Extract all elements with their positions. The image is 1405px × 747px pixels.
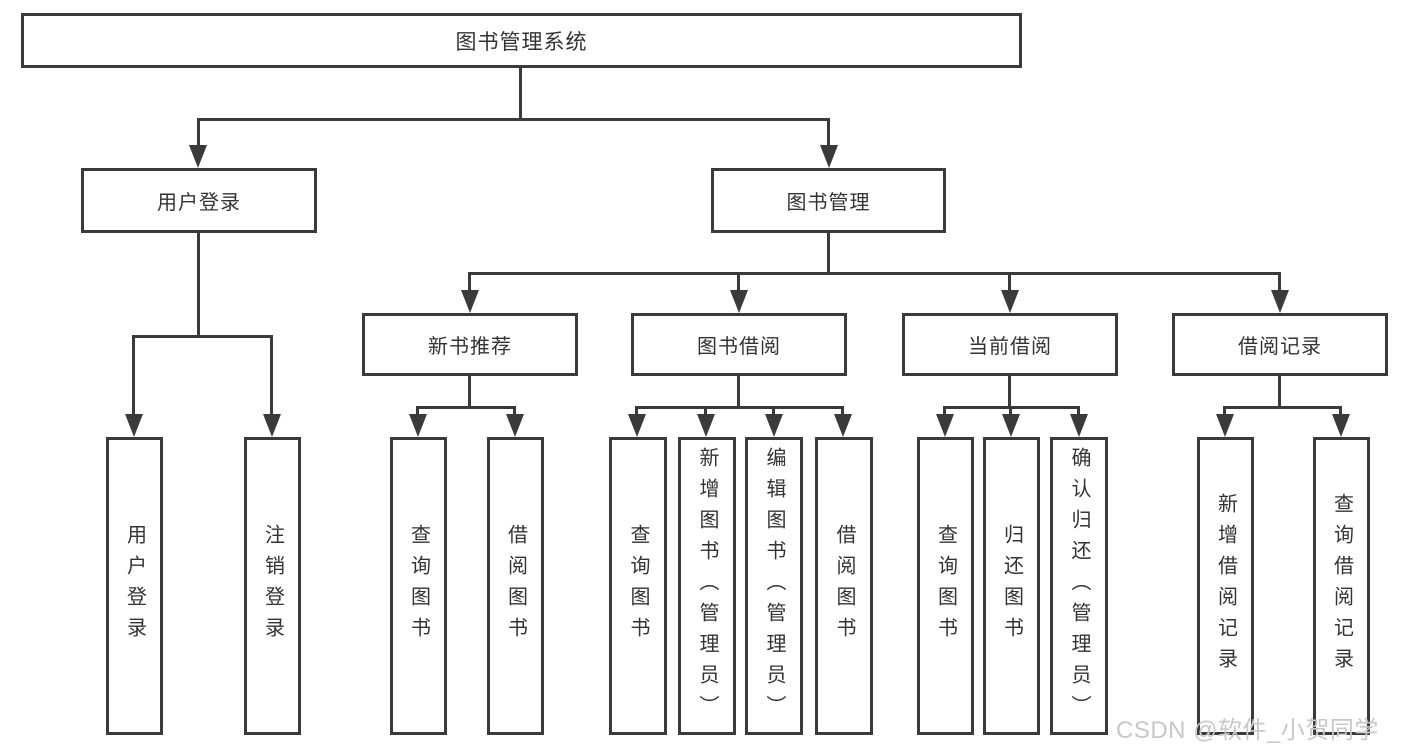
leaf-current-return-books: 归还图书 (983, 437, 1040, 735)
connector-drop-logout (270, 335, 273, 419)
connector-drop-bor-add (704, 406, 707, 420)
connector-drop-bor-query (635, 406, 638, 420)
connector-drop-login (132, 335, 135, 419)
arrow-to-bor-borrow-books (834, 414, 852, 437)
node-book-borrowing: 图书借阅 (631, 313, 847, 376)
node-new-book-recommendation: 新书推荐 (362, 313, 578, 376)
node-user-login: 用户登录 (81, 168, 317, 233)
leaf-login: 用户登录 (106, 437, 163, 735)
connector-borrowing-records-split (1223, 406, 1342, 409)
connector-new-book-split (416, 406, 516, 409)
connector-level1-hline (197, 118, 830, 121)
connector-drop-rcd-add (1223, 406, 1226, 420)
csdn-watermark: CSDN @软件_小贺同学 (1116, 717, 1379, 744)
arrow-to-logout (263, 414, 281, 437)
arrow-to-bor-edit-books (765, 414, 783, 437)
leaf-recommend-borrow-books: 借阅图书 (487, 437, 544, 735)
connector-current-borrowing-stem (1008, 374, 1011, 409)
connector-book-management-stem (827, 231, 830, 275)
arrow-to-borrowing-records (1271, 290, 1289, 313)
arrow-to-cur-confirm-return (1070, 414, 1088, 437)
leaf-borrow-add-books-admin: 新增图书（管理员） (678, 437, 736, 735)
connector-borrowing-records-stem (1278, 374, 1281, 409)
arrow-to-user-login (189, 145, 207, 168)
connector-drop-cur-query (943, 406, 946, 420)
arrow-to-book-borrowing (730, 290, 748, 313)
node-borrowing-records: 借阅记录 (1172, 313, 1388, 376)
leaf-current-query-books: 查询图书 (917, 437, 974, 735)
connector-book-borrowing-split (635, 406, 844, 409)
leaf-borrow-borrow-books: 借阅图书 (815, 437, 873, 735)
leaf-current-confirm-return-admin: 确认归还（管理员） (1050, 437, 1108, 735)
arrow-to-rec-borrow-books (506, 414, 524, 437)
connector-book-borrowing-stem (737, 374, 740, 409)
connector-drop-new-book (468, 272, 471, 296)
arrow-to-cur-query-books (936, 414, 954, 437)
leaf-logout: 注销登录 (244, 437, 301, 735)
node-book-management: 图书管理 (711, 168, 946, 233)
connector-drop-rec-query (416, 406, 419, 420)
arrow-to-new-book-recommendation (461, 290, 479, 313)
connector-drop-book-management (827, 118, 830, 150)
connector-drop-user-login (197, 118, 200, 150)
leaf-borrow-query-books: 查询图书 (609, 437, 667, 735)
connector-drop-rcd-query (1339, 406, 1342, 420)
leaf-records-query-record: 查询借阅记录 (1313, 437, 1370, 735)
arrow-to-bor-add-books (697, 414, 715, 437)
connector-user-login-stem (197, 231, 200, 338)
leaf-records-add-record: 新增借阅记录 (1197, 437, 1254, 735)
arrow-to-rcd-query-record (1332, 414, 1350, 437)
connector-drop-current-borrowing (1008, 272, 1011, 296)
arrow-to-rcd-add-record (1216, 414, 1234, 437)
leaf-borrow-edit-books-admin: 编辑图书（管理员） (745, 437, 803, 735)
connector-drop-book-borrowing (737, 272, 740, 296)
connector-drop-bor-edit (772, 406, 775, 420)
connector-new-book-stem (468, 374, 471, 409)
connector-drop-cur-return (1009, 406, 1012, 420)
arrow-to-bor-query-books (628, 414, 646, 437)
connector-drop-borrowing-records (1278, 272, 1281, 296)
connector-drop-rec-borrow (513, 406, 516, 420)
node-current-borrowing: 当前借阅 (902, 313, 1118, 376)
arrow-to-book-management (820, 145, 838, 168)
arrow-to-cur-return-books (1002, 414, 1020, 437)
connector-drop-bor-borrow (841, 406, 844, 420)
connector-root-stem (519, 66, 522, 120)
arrow-to-current-borrowing (1001, 290, 1019, 313)
connector-drop-cur-confirm (1077, 406, 1080, 420)
connector-level3-hline (468, 272, 1281, 275)
arrow-to-rec-query-books (409, 414, 427, 437)
node-root: 图书管理系统 (21, 13, 1022, 68)
connector-user-login-split (132, 335, 273, 338)
leaf-recommend-query-books: 查询图书 (390, 437, 447, 735)
arrow-to-login (125, 414, 143, 437)
